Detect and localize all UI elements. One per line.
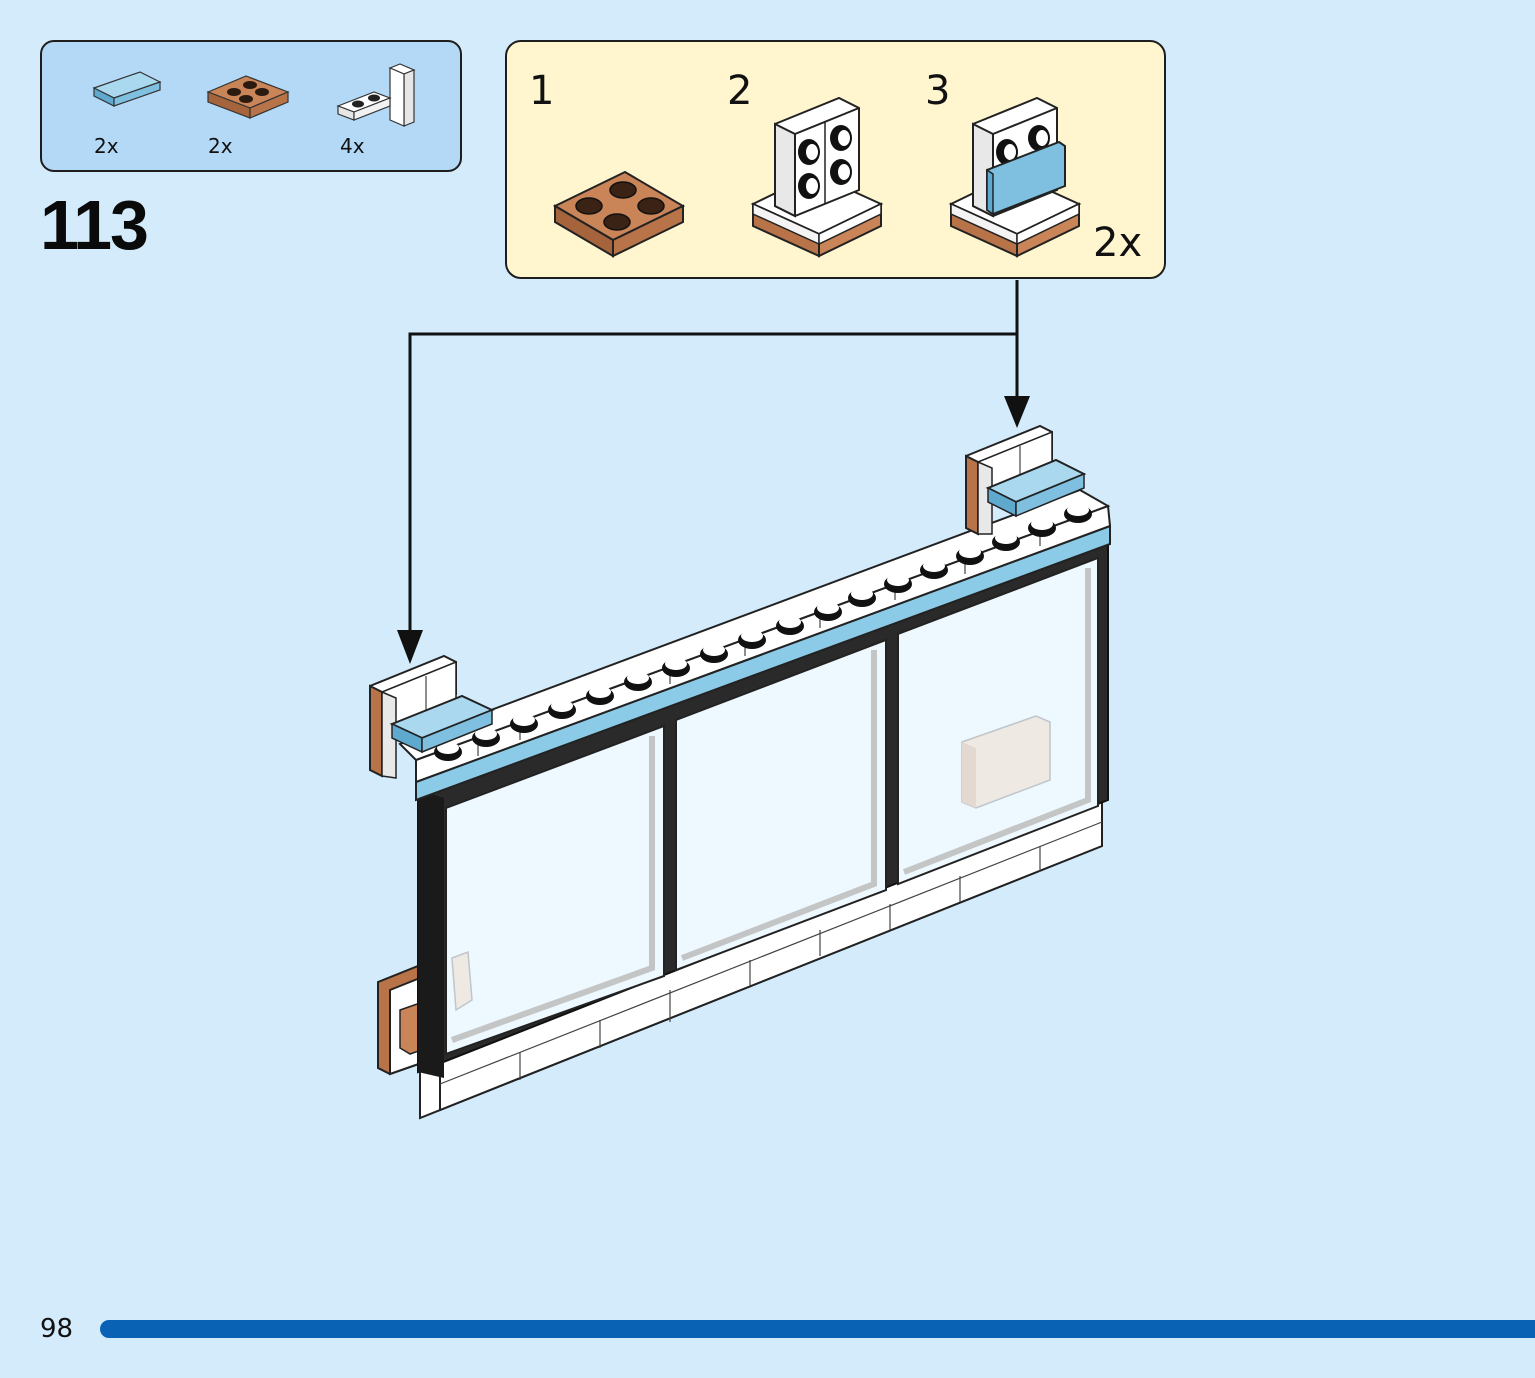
left-sub-assembly	[369, 654, 495, 779]
step-number: 113	[40, 186, 149, 264]
white-bracket-1x2-icon	[336, 63, 416, 127]
tile-on-bracket-assembly-icon	[948, 96, 1082, 258]
callout-arrows	[408, 280, 1019, 634]
brown-plate-2x2-icon	[552, 170, 686, 258]
arrow-head-right-icon	[1004, 396, 1030, 428]
part-qty: 4x	[340, 134, 365, 158]
sub-step-label-3: 3	[925, 68, 951, 114]
page-progress-bar	[100, 1320, 1535, 1338]
white-bracket-on-plate-icon	[750, 96, 884, 258]
sub-step-label-2: 2	[727, 68, 753, 114]
part-qty: 2x	[208, 134, 233, 158]
right-sub-assembly	[965, 424, 1087, 536]
sub-step-label-1: 1	[529, 68, 555, 114]
part-brown-plate: 2x	[204, 62, 314, 172]
part-white-bracket: 4x	[334, 62, 444, 172]
arrow-head-left-icon	[397, 630, 423, 664]
main-assembly-illustration	[369, 280, 1112, 1120]
top-studs	[434, 504, 1092, 761]
page-number: 98	[40, 1314, 74, 1344]
light-blue-tile-1x2-icon	[92, 71, 162, 107]
window-panes	[445, 556, 1099, 1056]
brown-plate-2x2-icon	[206, 75, 290, 119]
parts-list-box: 2x 2x 4x	[40, 40, 462, 172]
part-light-blue-tile: 2x	[90, 62, 200, 172]
sub-assembly-multiplier: 2x	[1093, 220, 1143, 266]
sub-assembly-box: 1 2 3	[505, 40, 1166, 279]
part-qty: 2x	[94, 134, 119, 158]
